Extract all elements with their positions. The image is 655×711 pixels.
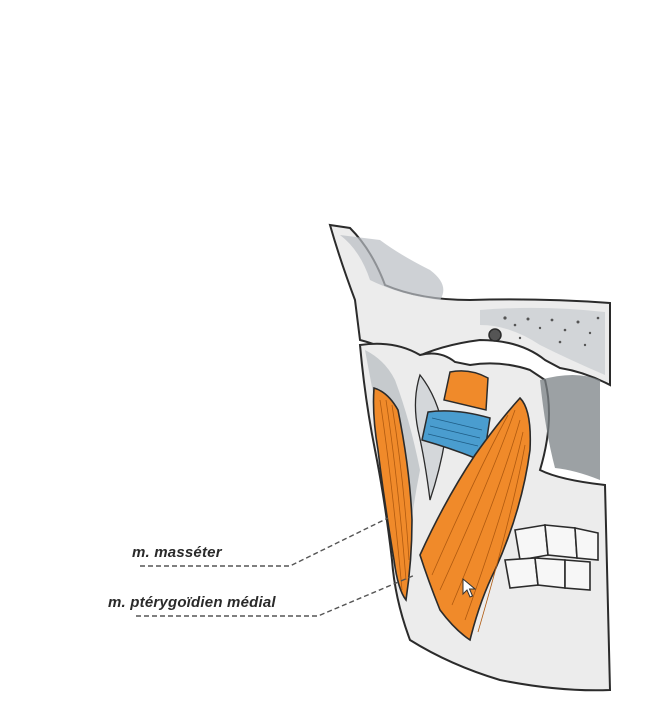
bone-texture — [503, 316, 600, 347]
label-medial-pterygoid: m. ptérygoïdien médial — [108, 594, 276, 611]
masseter-leader-line — [140, 517, 389, 567]
coronoid-shadow — [540, 375, 600, 480]
blue-fibers — [427, 417, 483, 447]
medial-pterygoid-fibers — [431, 409, 526, 633]
teeth — [504, 524, 599, 591]
mouse-pointer-icon — [462, 578, 476, 598]
masseter-muscle — [372, 386, 413, 602]
masseter-fibers — [379, 399, 410, 591]
skull-shadow-2 — [480, 307, 605, 375]
lateral-pterygoid-upper — [443, 370, 489, 411]
skull-shadow — [340, 235, 444, 300]
medial-pterygoid-muscle — [419, 396, 532, 642]
pterygoid-leader-line — [136, 574, 416, 617]
foramen — [488, 328, 502, 342]
label-masseter: m. masséter — [132, 544, 222, 561]
